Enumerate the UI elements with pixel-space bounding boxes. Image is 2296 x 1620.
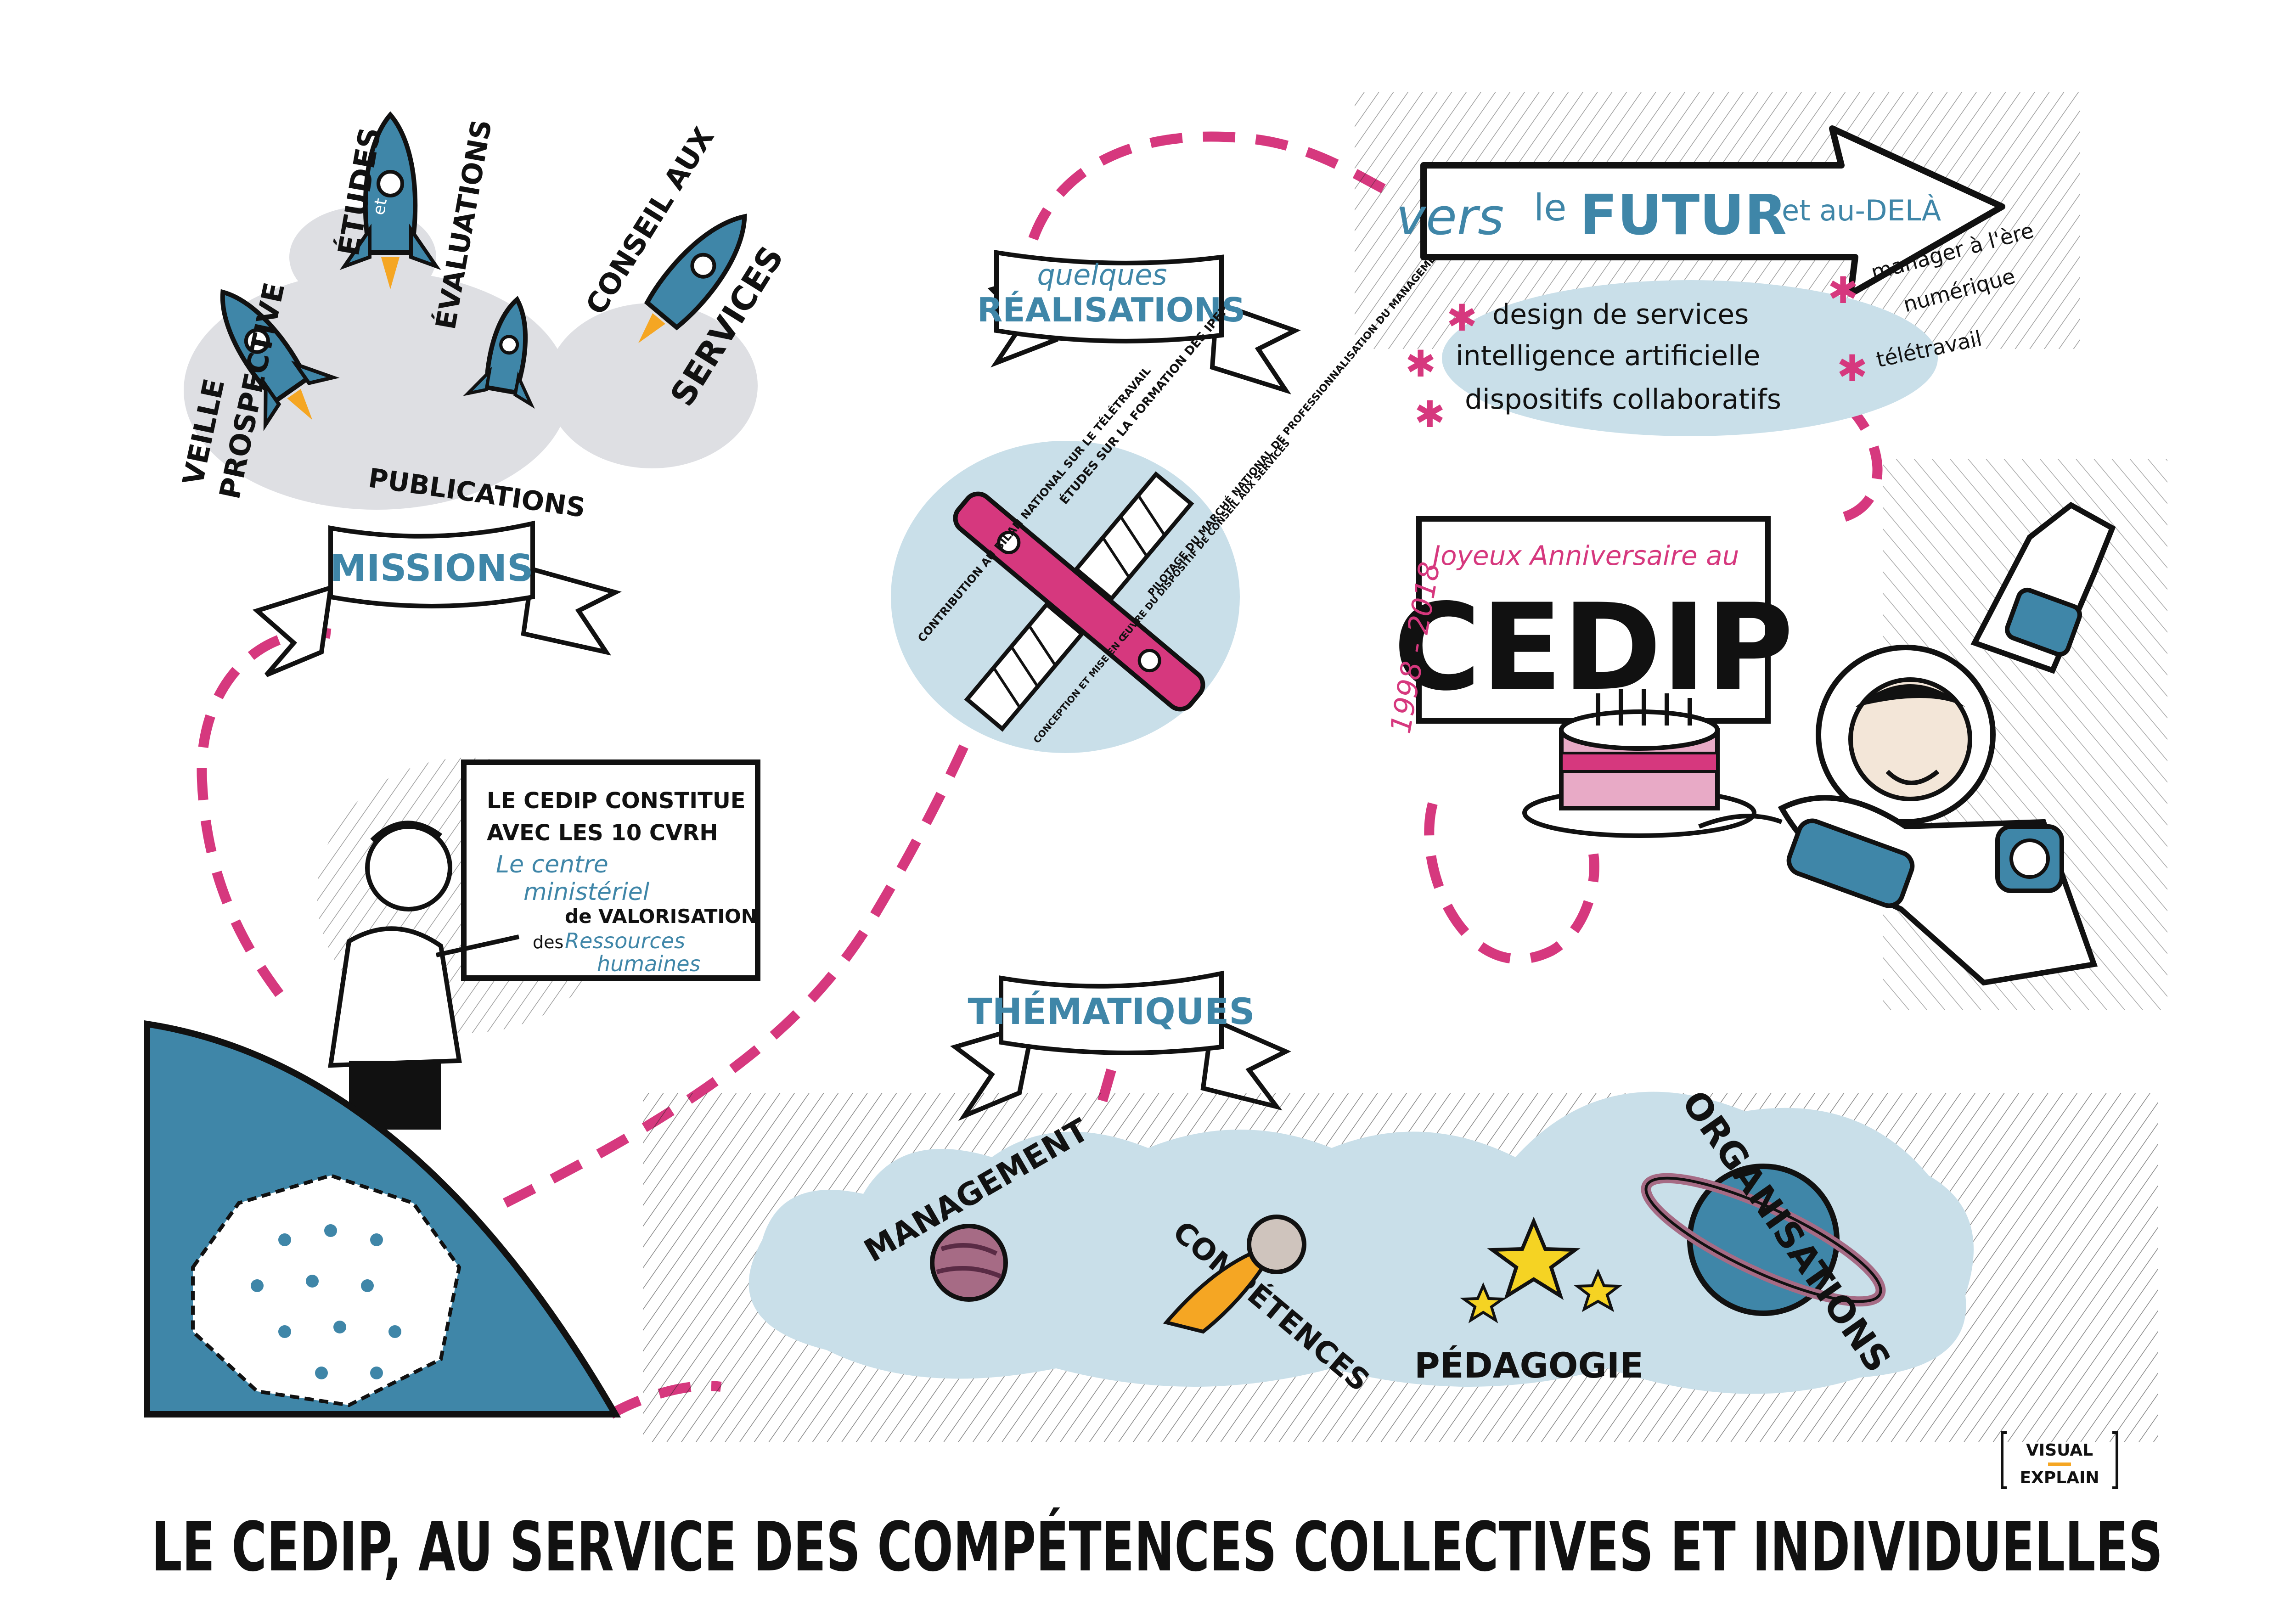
futur-et-au-dela: et au-DELÀ	[1782, 193, 1941, 227]
footer-title: LE CEDIP, AU SERVICE DES COMPÉTENCES COL…	[152, 1507, 2163, 1586]
star-icon: ✱	[1828, 269, 1858, 312]
board-line-6: Ressources	[565, 928, 685, 953]
futur-item-design: design de services	[1492, 298, 1749, 331]
futur-arrow-icon	[1420, 125, 2005, 297]
anniversary-name: CEDIP	[1393, 579, 1794, 717]
planet-management-icon	[930, 1224, 1008, 1302]
comet-icon	[1163, 1215, 1306, 1334]
anniversary-subtitle: Joyeux Anniversaire au	[1428, 540, 1739, 571]
mission-smoke-cloud-2	[546, 303, 758, 468]
label-etudes-et: et	[369, 197, 391, 217]
stars-icon	[1459, 1216, 1623, 1323]
saturn-icon	[1641, 1164, 1886, 1316]
realisations-banner-line2: RÉALISATIONS	[977, 291, 1245, 329]
rocket-etudes-icon	[339, 111, 441, 289]
board-line-5: de VALORISATION	[565, 905, 757, 928]
star-icon: ✱	[1446, 297, 1477, 339]
anniversary-sign: Joyeux Anniversaire au CEDIP	[1393, 516, 1794, 724]
realisations-banner-line1: quelques	[1037, 258, 1167, 292]
board-line-3: Le centre	[496, 851, 608, 878]
brand-divider	[2048, 1462, 2071, 1466]
missions-zone: VEILLE PROSPECTIVE ÉTUDES et ÉVALUATIONS…	[176, 111, 791, 677]
board-line-1: LE CEDIP CONSTITUE	[487, 788, 746, 814]
board-line-6-prefix: des	[533, 932, 563, 952]
missions-banner: MISSIONS	[252, 520, 622, 677]
anniversary-zone: Joyeux Anniversaire au CEDIP 1998 - 2018	[1384, 459, 2167, 1010]
mission-smoke-cloud	[184, 271, 569, 510]
board-line-7: humaines	[597, 951, 701, 976]
board-line-2: AVEC LES 10 CVRH	[487, 820, 718, 846]
thematiques-zone: THÉMATIQUES MANAGEMENT COMPÉTENCES PÉDAG…	[643, 970, 2158, 1442]
futur-vers: vers	[1396, 187, 1504, 246]
satellite-icon	[953, 471, 1205, 732]
futur-list-left: ✱ design de services ✱ intelligence arti…	[1405, 297, 1781, 436]
missions-banner-label: MISSIONS	[330, 547, 533, 590]
star-icon: ✱	[1837, 347, 1868, 390]
rocket-publications-icon	[463, 296, 535, 409]
futur-cloud	[1442, 280, 1938, 436]
brand-line-1: VISUAL	[2026, 1441, 2093, 1460]
thematiques-banner-label: THÉMATIQUES	[968, 990, 1255, 1033]
presentation-board: LE CEDIP CONSTITUE AVEC LES 10 CVRH Le c…	[461, 759, 760, 981]
presenter-icon	[328, 821, 520, 1130]
brand-line-2: EXPLAIN	[2020, 1468, 2099, 1487]
board-zone: LE CEDIP CONSTITUE AVEC LES 10 CVRH Le c…	[317, 758, 760, 1130]
brand-logo: VISUAL EXPLAIN	[2001, 1431, 2118, 1489]
star-icon: ✱	[1405, 343, 1436, 385]
earth-icon	[144, 1020, 621, 1418]
futur-le: le	[1534, 186, 1566, 229]
thematiques-cloud	[748, 1091, 1974, 1394]
board-line-4: ministériel	[523, 878, 650, 906]
futur-zone: vers le FUTUR et au-DELÀ ✱ design de ser…	[1355, 92, 2080, 436]
rocket-conseil-icon	[638, 214, 747, 343]
futur-item-ia: intelligence artificielle	[1456, 340, 1760, 372]
star-icon: ✱	[1414, 393, 1445, 436]
futur-item-collab: dispositifs collaboratifs	[1465, 383, 1781, 416]
astronaut-icon	[1698, 501, 2116, 986]
rocket-veille-icon	[220, 289, 340, 431]
realisations-banner: quelques RÉALISATIONS	[977, 250, 1301, 394]
france-dots	[251, 1224, 401, 1379]
thematique-pedagogie: PÉDAGOGIE	[1414, 1345, 1643, 1386]
futur-word: FUTUR	[1580, 184, 1787, 248]
cake-icon	[1522, 689, 1756, 838]
